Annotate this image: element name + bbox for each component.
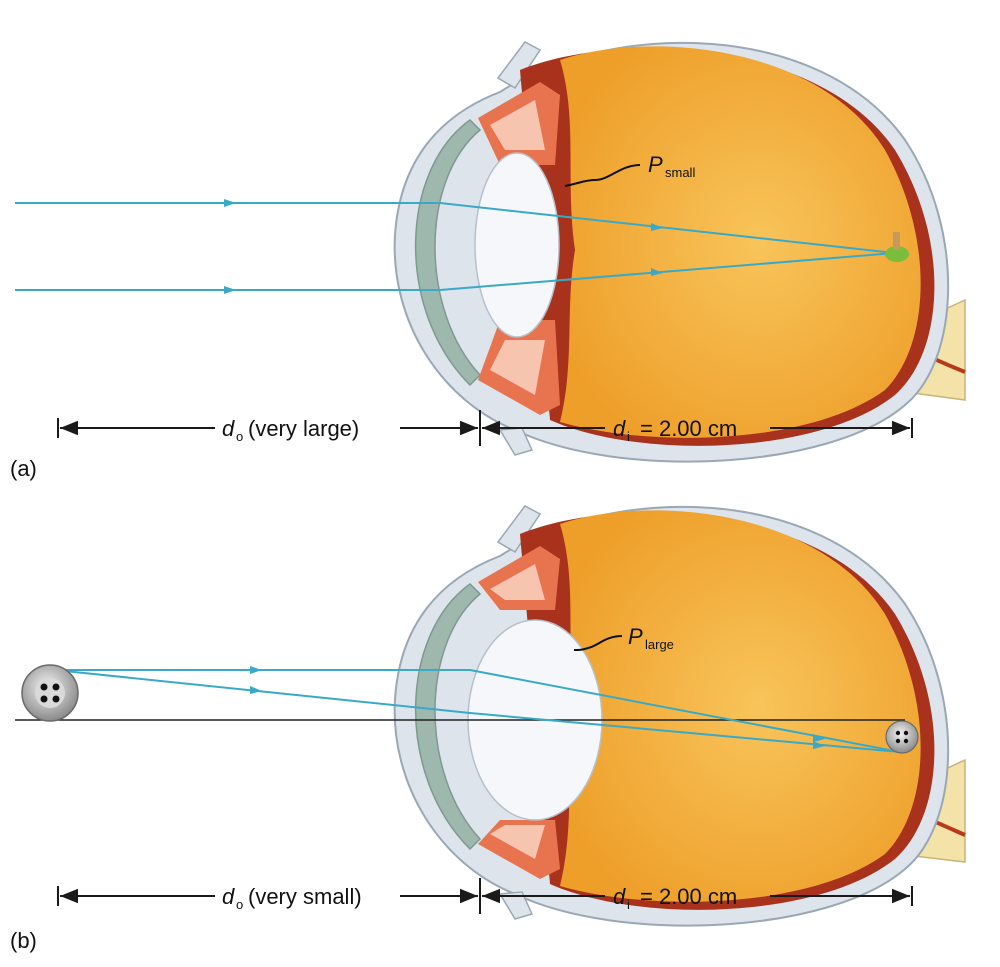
eye-muscle: [496, 505, 542, 554]
object-distance-text: (very small): [248, 884, 362, 909]
power-leader-line: [564, 164, 641, 187]
power-subscript: large: [645, 637, 674, 652]
retinal-image: [885, 246, 909, 262]
cornea: [414, 119, 482, 387]
power-subscript: small: [665, 165, 695, 180]
panel-b: P large d o (very small) d i = 2.00 cm (…: [10, 505, 966, 953]
panel-label-a: (a): [10, 456, 37, 481]
vitreous-humor: [560, 46, 921, 438]
object-distance-subscript: o: [236, 429, 243, 444]
retinal-image: [885, 720, 919, 754]
light-rays: [15, 199, 896, 294]
ciliary-body: [478, 546, 560, 879]
image-distance-text: = 2.00 cm: [640, 884, 737, 909]
object-distance-text: (very large): [248, 416, 359, 441]
object-distance-symbol: d: [222, 416, 235, 441]
vitreous-humor: [560, 510, 921, 902]
image-distance-symbol: d: [613, 884, 626, 909]
image-distance-text: = 2.00 cm: [640, 416, 737, 441]
power-leader-line: [573, 635, 623, 651]
panel-a: P small d o (very large) d i = 2.00 cm (…: [10, 41, 966, 481]
eye-muscle: [496, 41, 542, 90]
eye-muscle: [498, 891, 534, 920]
object-distance-subscript: o: [236, 897, 243, 912]
light-rays: [54, 666, 901, 753]
object-ball: [21, 664, 79, 722]
ciliary-body: [478, 82, 560, 415]
image-distance-subscript: i: [627, 897, 630, 912]
image-distance-symbol: d: [613, 416, 626, 441]
retinal-image-mark: [893, 232, 900, 250]
lens: [474, 152, 560, 338]
image-distance-subscript: i: [627, 429, 630, 444]
cornea: [414, 583, 482, 851]
panel-label-b: (b): [10, 928, 37, 953]
power-symbol: P: [628, 624, 643, 649]
power-symbol: P: [648, 152, 663, 177]
object-distance-symbol: d: [222, 884, 235, 909]
